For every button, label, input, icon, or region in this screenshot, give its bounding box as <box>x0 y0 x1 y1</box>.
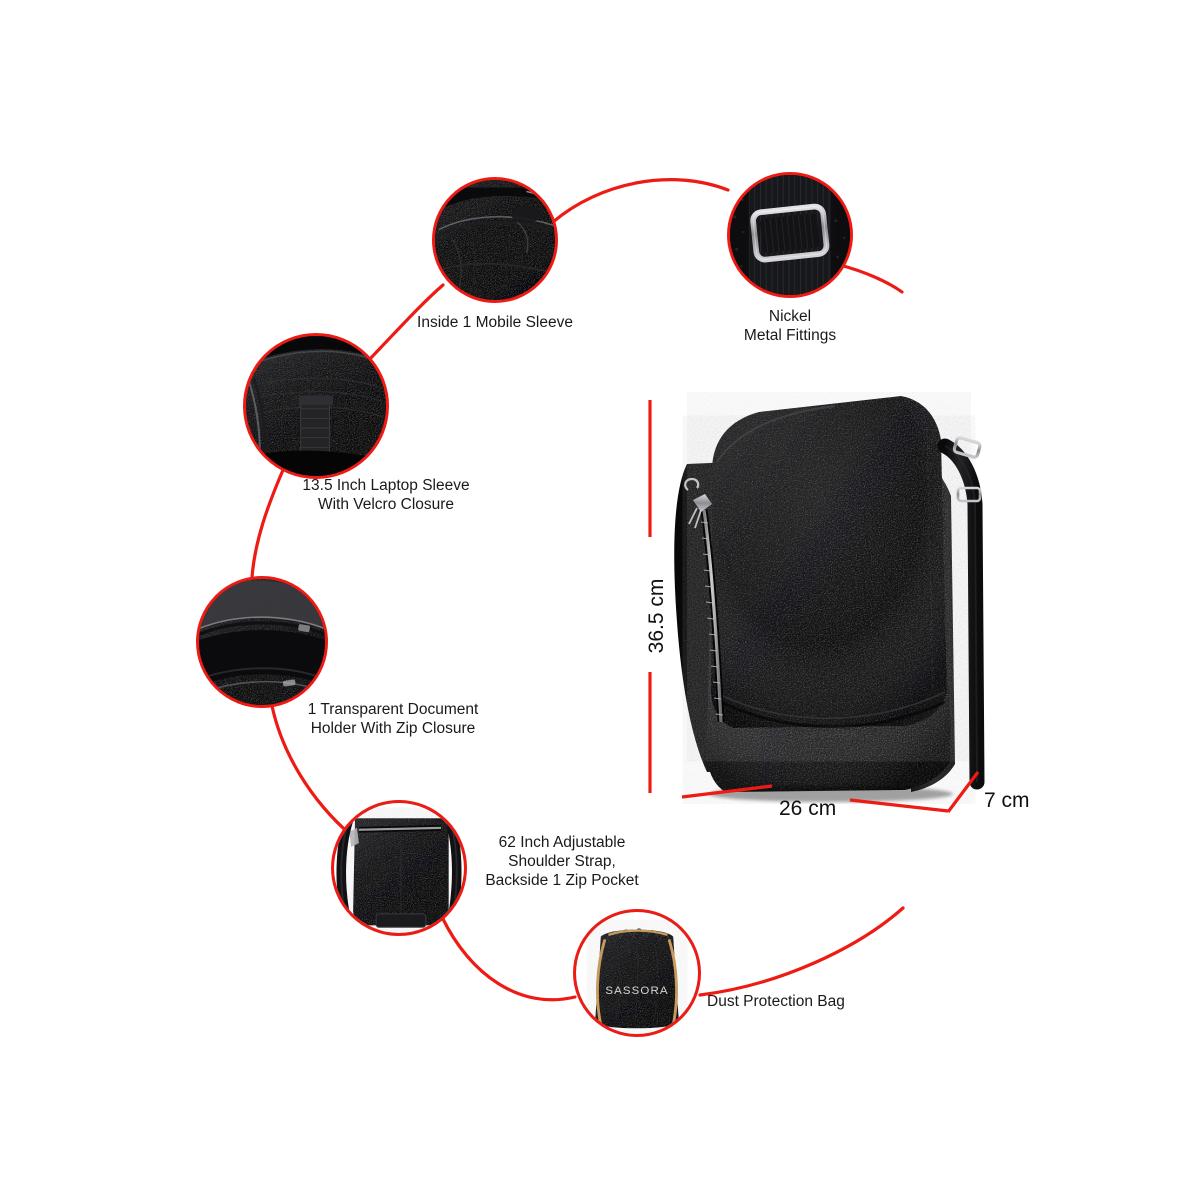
callout-document-holder-label: 1 Transparent Document Holder With Zip C… <box>307 701 479 737</box>
front-zipper <box>684 477 725 723</box>
callout-shoulder-strap-label: 62 Inch Adjustable Shoulder Strap, Backs… <box>485 834 639 889</box>
product-hero-image: SASSORA <box>655 392 1000 804</box>
dimension-depth-label: 7 cm <box>984 789 1030 812</box>
callout-laptop-sleeve-label: 13.5 Inch Laptop Sleeve With Velcro Clos… <box>302 477 470 513</box>
connector-dustbag-right-tail <box>698 906 905 997</box>
dust-bag-photo: SASSORA <box>573 909 701 1037</box>
document-holder-photo <box>196 576 328 708</box>
callout-nickel-fittings-label: Nickel Metal Fittings <box>743 308 837 344</box>
connector-document-to-laptop <box>250 468 285 579</box>
connector-mobile-to-nickel <box>551 178 730 224</box>
svg-text:SASSORA: SASSORA <box>605 985 668 997</box>
metal-buckle-photo <box>727 172 853 298</box>
connector-dustbag-to-strap <box>440 915 577 1002</box>
callout-mobile-sleeve-label: Inside 1 Mobile Sleeve <box>417 314 573 331</box>
brand-emboss: SASSORA <box>803 730 858 740</box>
dim-depth-line <box>946 771 980 813</box>
dim-width-line-left <box>681 784 773 799</box>
laptop-sleeve-photo <box>243 333 389 479</box>
mobile-sleeve-photo <box>432 177 558 303</box>
dimension-height-label: 36.5 cm <box>645 578 668 654</box>
shoulder-strap <box>937 436 985 790</box>
dim-width-line-right <box>849 798 949 813</box>
bag-backside-photo <box>331 800 467 936</box>
callout-dust-bag-label: Dust Protection Bag <box>707 993 845 1010</box>
dimension-width-label: 26 cm <box>779 797 837 820</box>
svg-text:SASSORA: SASSORA <box>803 730 858 740</box>
